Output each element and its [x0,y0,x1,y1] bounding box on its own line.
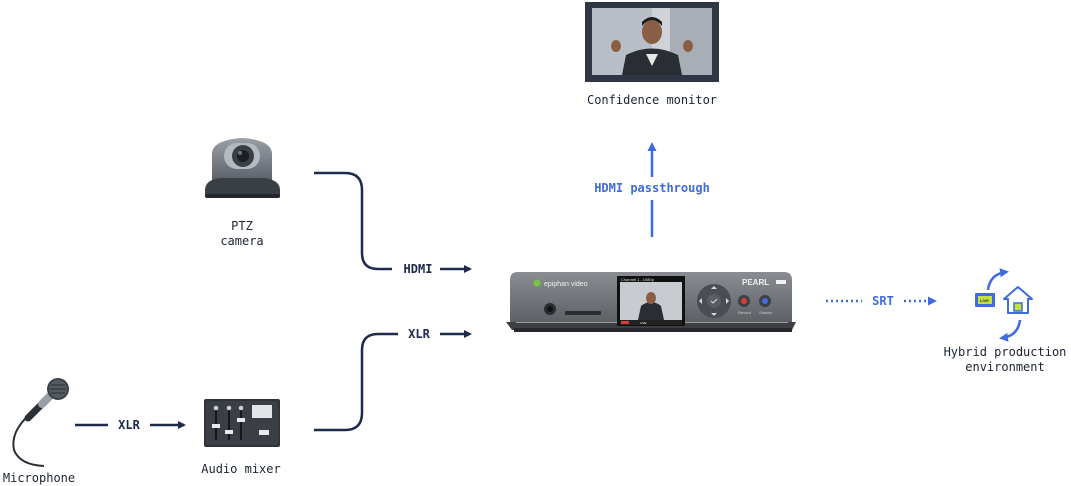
hdmi-passthrough-label: HDMI passthrough [594,181,710,195]
ptz-camera-label-line2: camera [220,234,264,248]
microphone-icon [12,378,69,467]
pearl-stream-label: Stream [759,310,773,315]
hybrid-production-label: Hybrid production environment [930,345,1071,375]
confidence-monitor-label: Confidence monitor [586,93,718,107]
pearl-encoder-device: epiphan video Channel 1 - 1080p LIVE Rec… [506,272,796,332]
ptz-camera-label-line1: PTZ [231,219,253,233]
pearl-live-badge: LIVE [640,321,647,325]
hdmi-connection-label: HDMI [403,262,433,276]
ptz-camera-icon [205,138,280,198]
hybrid-production-icon: LIVE [975,268,1033,342]
hybrid-production-label-line2: environment [965,360,1045,374]
xlr-mixer-cable-path [314,332,398,432]
srt-connection-label: SRT [872,294,894,308]
pearl-brand-text: epiphan video [544,281,588,288]
audio-mixer-icon [204,399,280,447]
xlr-mic-connection-label: XLR [118,418,140,432]
xlr-mixer-connection-label: XLR [408,327,430,341]
svg-text:LIVE: LIVE [980,298,989,303]
pearl-record-label: Record [738,310,751,315]
hybrid-production-label-line1: Hybrid production [943,345,1067,359]
audio-mixer-label: Audio mixer [201,462,281,476]
microphone-label: Microphone [2,471,76,485]
ptz-camera-label: PTZ camera [196,219,288,249]
pearl-model-text: PEARL [742,278,769,287]
pearl-screen-title: Channel 1 - 1080p [621,277,655,282]
confidence-monitor-icon [585,2,719,82]
hdmi-cable-path [314,171,392,271]
